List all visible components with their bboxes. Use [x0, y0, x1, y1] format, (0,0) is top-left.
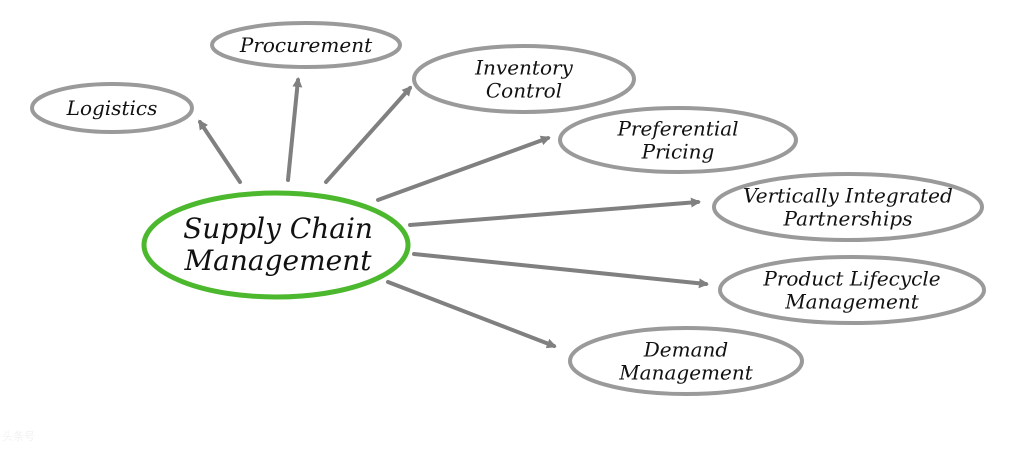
center-ring — [141, 190, 411, 300]
node-label: Management — [618, 361, 754, 385]
node-label: Preferential — [616, 117, 738, 141]
node-label: Vertically Integrated — [743, 184, 953, 208]
arrow-to-procurement — [286, 77, 303, 182]
arrow-to-logistics — [198, 119, 242, 184]
node-label: Product Lifecycle — [762, 267, 940, 291]
node-label: Control — [486, 79, 562, 103]
watermark: 头条号 — [2, 430, 35, 443]
node-procurement: Procurement — [210, 21, 402, 69]
arrow-to-preferential-pricing — [376, 135, 551, 202]
arrow-to-demand-management — [386, 280, 557, 349]
node-label: Partnerships — [783, 207, 913, 231]
node-ellipse — [712, 172, 984, 242]
node-ellipse — [718, 255, 986, 325]
center-label: Supply Chain — [183, 212, 373, 245]
node-label: Pricing — [641, 140, 715, 164]
node-ellipse — [210, 21, 402, 69]
node-logistics: Logistics — [30, 82, 194, 134]
node-ellipse — [412, 44, 636, 114]
arrows — [198, 77, 709, 349]
node-label: Logistics — [66, 96, 158, 120]
arrow-to-inventory-control — [324, 85, 412, 184]
center-label: Management — [184, 244, 373, 277]
node-ellipse — [558, 106, 798, 174]
nodes: LogisticsProcurementInventoryControlPref… — [30, 21, 986, 396]
node-label: Management — [784, 290, 920, 314]
arrow-to-vertically-integrated-partnerships — [408, 197, 701, 227]
node-label: Procurement — [239, 33, 373, 57]
arrow-to-product-lifecycle-management — [412, 252, 709, 289]
node-label: Demand — [643, 338, 728, 362]
node-ellipse — [30, 82, 194, 134]
node-label: Inventory — [474, 56, 573, 80]
node-ellipse — [568, 326, 804, 396]
